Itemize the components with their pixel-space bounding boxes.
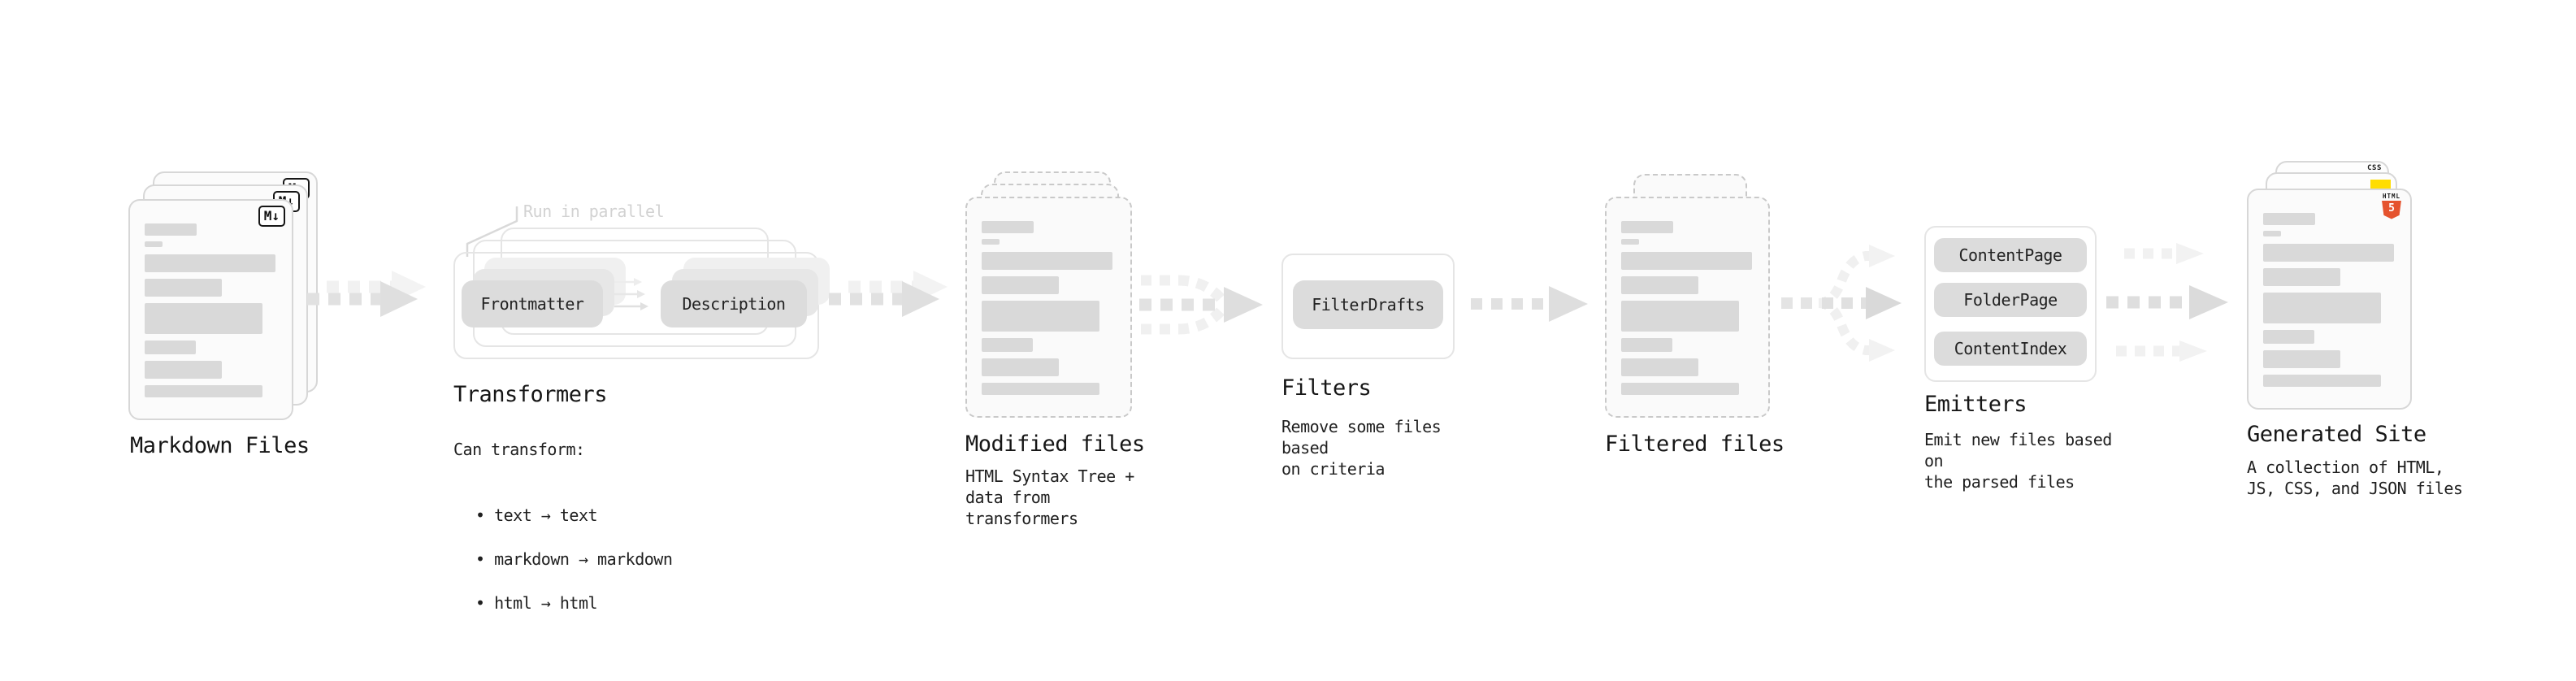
filters-label: Filters <box>1281 375 1372 401</box>
generated-site-desc: A collection of HTML, JS, CSS, and JSON … <box>2247 458 2463 498</box>
stage-markdown-files: M↓ M↓ M↓ Markdown Files <box>127 171 330 497</box>
content-line <box>982 239 1000 245</box>
stage-emitters: ContentPage FolderPage ContentIndex Emit… <box>1924 226 2119 492</box>
content-line <box>1621 239 1639 245</box>
emit-arrows-emitters-to-site <box>2106 243 2228 362</box>
generated-site-label: Generated Site <box>2247 422 2426 447</box>
run-in-parallel-annotation: Run in parallel <box>523 202 665 221</box>
markdown-icon: M↓ <box>258 206 285 227</box>
content-line <box>2263 375 2381 387</box>
file-card-front: M↓ <box>128 199 293 420</box>
capability-bullet: • markdown → markdown <box>475 549 673 569</box>
emitter-pill-contentpage: ContentPage <box>1934 238 2087 272</box>
html5-icon: HTML 5 <box>2380 193 2403 219</box>
content-line <box>2263 244 2394 262</box>
transformers-label: Transformers <box>453 382 608 407</box>
transformer-box-layer-front <box>453 252 819 359</box>
content-line <box>145 303 262 334</box>
content-line <box>145 361 222 379</box>
capabilities-title: Can transform: <box>453 440 585 459</box>
content-line <box>982 338 1033 352</box>
merge-arrow-modified-to-filters <box>1139 275 1263 335</box>
diverge-arrow-filtered-to-emitters <box>1781 245 1902 362</box>
content-line <box>982 383 1099 395</box>
frontmatter-pill: Frontmatter <box>462 280 603 327</box>
content-line <box>2263 268 2340 286</box>
content-line <box>1621 358 1698 376</box>
stage-generated-site: CSS HTML 5 Generated Site A collection o… <box>2247 161 2474 518</box>
html5-shield: 5 <box>2382 200 2401 219</box>
file-card-html: HTML 5 <box>2247 189 2412 410</box>
file-card-front <box>1605 197 1770 418</box>
content-line <box>982 221 1034 233</box>
filterdrafts-pill: FilterDrafts <box>1293 280 1443 329</box>
flow-arrow-markdown-to-transformers <box>307 271 426 317</box>
description-pill: Description <box>661 280 807 327</box>
capability-bullet: • text → text <box>475 505 598 525</box>
content-line <box>1621 252 1752 270</box>
content-line <box>145 254 275 272</box>
content-line <box>2263 330 2314 344</box>
stage-modified-files: Modified files HTML Syntax Tree + data f… <box>956 171 1159 528</box>
content-line <box>982 358 1059 376</box>
content-line <box>1621 301 1739 332</box>
annotation-leader-line <box>466 206 518 257</box>
content-line <box>145 241 163 247</box>
flow-arrow-filters-to-filtered <box>1471 286 1588 322</box>
stage-transformers: Run in parallel Frontmatter Description … <box>453 195 835 613</box>
flow-arrow-transformers-to-modified <box>829 271 948 317</box>
emitters-label: Emitters <box>1924 392 2027 417</box>
content-line <box>145 223 197 236</box>
filtered-files-label: Filtered files <box>1605 432 1785 457</box>
content-line <box>2263 231 2281 236</box>
filters-desc: Remove some files based on criteria <box>1281 417 1442 479</box>
content-line <box>1621 221 1673 233</box>
content-line <box>2263 350 2340 368</box>
content-line <box>1621 276 1698 294</box>
emitters-desc: Emit new files based on the parsed files <box>1924 430 2112 492</box>
content-line <box>982 252 1112 270</box>
emitter-pill-folderpage: FolderPage <box>1934 283 2087 317</box>
stage-filters: FilterDrafts Filters Remove some files b… <box>1281 254 1477 481</box>
css-icon-text: CSS <box>2367 164 2382 172</box>
content-line <box>982 301 1099 332</box>
js-icon <box>2370 180 2391 189</box>
pill-flow-arrows-icon <box>614 278 648 310</box>
file-card-front <box>965 197 1132 418</box>
emitter-pill-contentindex: ContentIndex <box>1934 332 2087 366</box>
content-line <box>145 279 222 297</box>
modified-files-desc: HTML Syntax Tree + data from transformer… <box>965 466 1134 528</box>
content-line <box>2263 293 2381 323</box>
capability-bullet: • html → html <box>475 593 598 613</box>
content-line <box>982 276 1059 294</box>
content-line <box>145 340 196 354</box>
content-line <box>1621 383 1739 395</box>
content-line <box>2263 213 2315 225</box>
html5-icon-text: HTML <box>2382 193 2401 200</box>
content-line <box>145 385 262 397</box>
content-line <box>1621 338 1672 352</box>
stage-filtered-files: Filtered files <box>1605 174 1808 499</box>
transformers-capabilities: Can transform: • text → text • markdown … <box>453 417 673 658</box>
modified-files-label: Modified files <box>965 432 1145 457</box>
markdown-files-label: Markdown Files <box>130 433 310 458</box>
